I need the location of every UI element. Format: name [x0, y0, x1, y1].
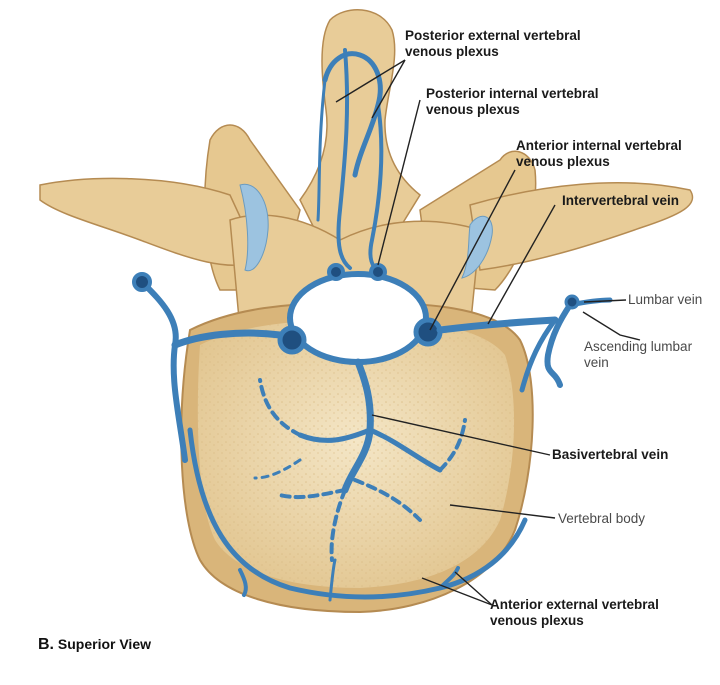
caption-letter: B. — [38, 636, 54, 653]
label-anterior-internal: Anterior internal vertebral venous plexu… — [516, 138, 682, 169]
label-posterior-external: Posterior external vertebral venous plex… — [405, 28, 581, 59]
view-caption: B. Superior View — [38, 636, 151, 654]
label-posterior-internal: Posterior internal vertebral venous plex… — [426, 86, 599, 117]
label-intervertebral-vein: Intervertebral vein — [562, 193, 680, 208]
label-anterior-external: Anterior external vertebral venous plexu… — [490, 597, 659, 628]
leader-lines — [335, 59, 641, 606]
caption-text: Superior View — [57, 636, 151, 652]
vertebral-body-shape — [180, 302, 534, 614]
vertebral-foramen — [287, 271, 429, 365]
label-basivertebral-vein: Basivertebral vein — [552, 447, 669, 462]
label-lumbar-vein: Lumbar vein — [628, 292, 703, 307]
label-ascending-lumbar: Ascending lumbar vein — [584, 339, 693, 370]
label-vertebral-body: Vertebral body — [558, 511, 646, 526]
